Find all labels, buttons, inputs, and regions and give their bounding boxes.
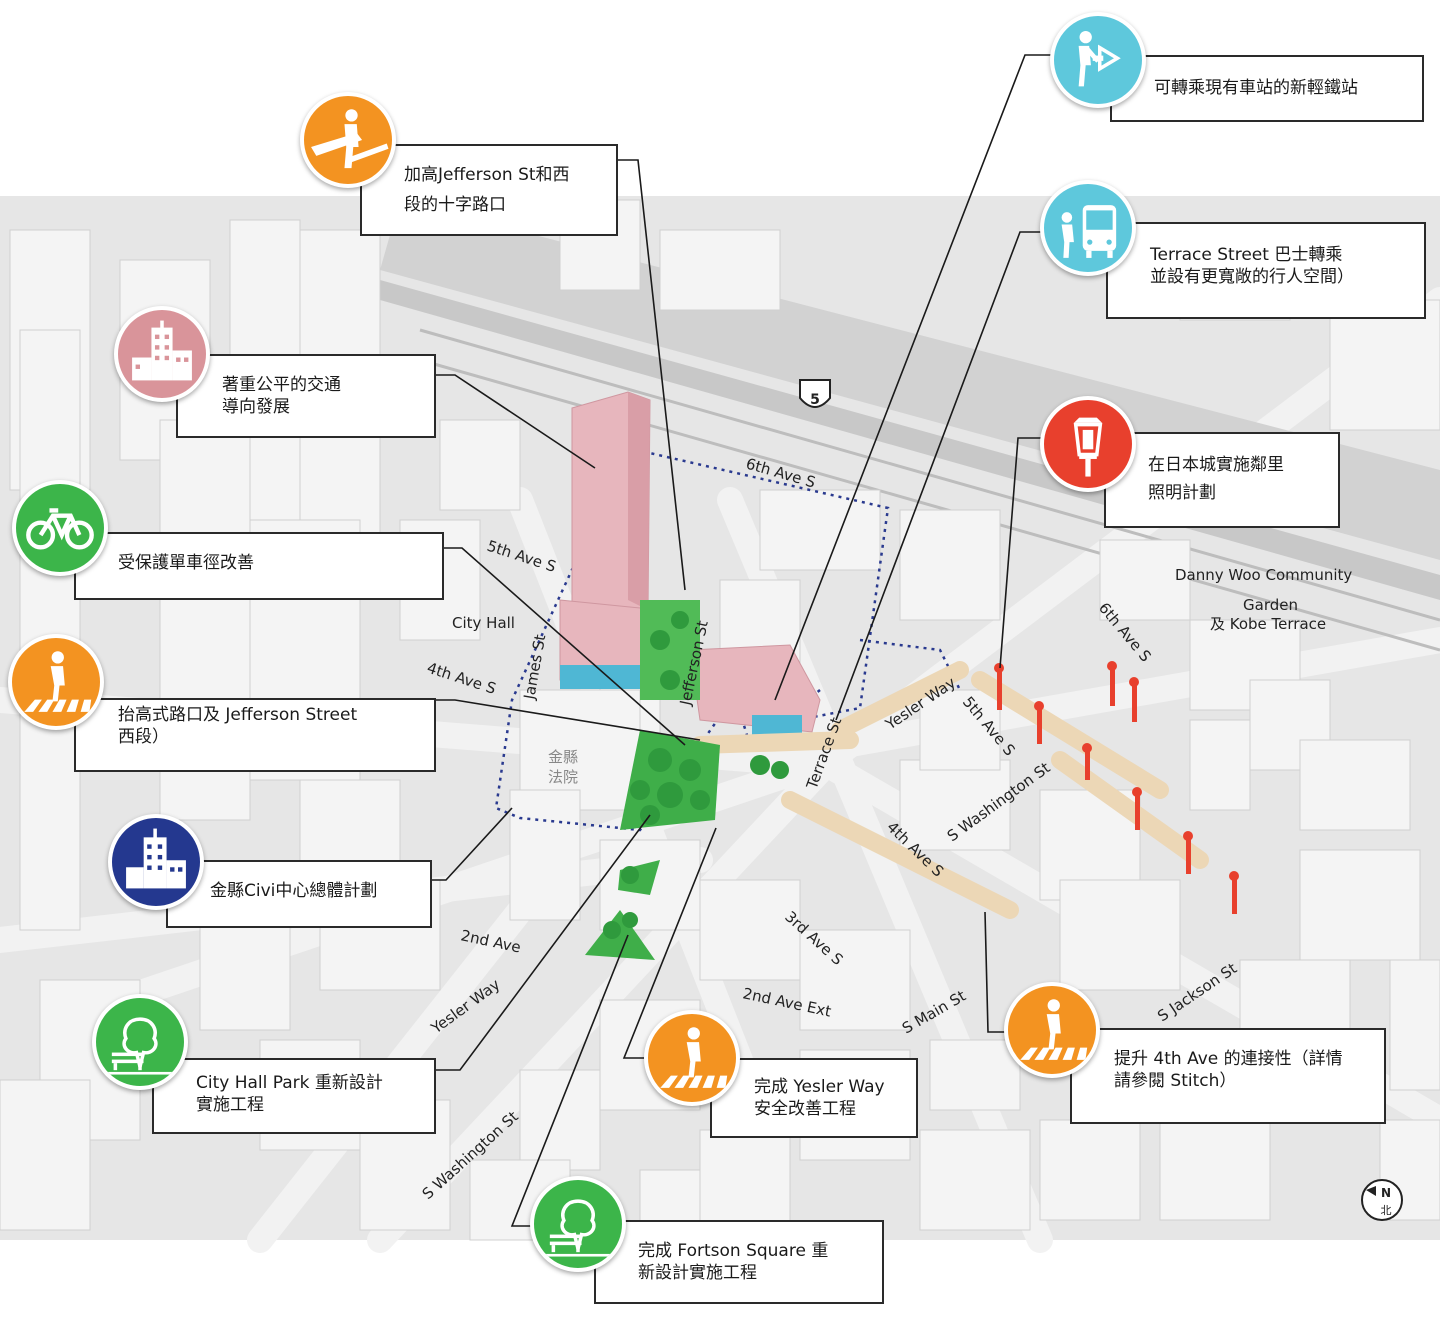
callout-text: 抬高式路口及 Jefferson Street [118, 705, 358, 725]
compass-north-label: 北 [1381, 1204, 1392, 1217]
callout-text: 提升 4th Ave 的連接性（詳情 [1114, 1049, 1343, 1069]
parks [585, 600, 789, 960]
tree-bench-icon [530, 1176, 626, 1272]
buildings-icon [114, 306, 210, 402]
crosswalk-pedestrian-icon [644, 1010, 740, 1106]
callout-text: 安全改善工程 [754, 1099, 856, 1119]
interstate-shield: 5 [799, 379, 831, 408]
callout-text: 請參閱 Stitch） [1114, 1071, 1237, 1091]
street-lanterns [994, 661, 1239, 914]
callout-text: 段的十字路口 [404, 195, 506, 215]
callout-yesler-safety: 完成 Yesler Way 安全改善工程 [710, 1058, 918, 1138]
callout-text: 加高Jefferson St和西 [404, 165, 570, 185]
callout-light-rail: 可轉乘現有車站的新輕鐵站 [1110, 55, 1424, 122]
callout-text: 照明計劃 [1148, 483, 1216, 503]
highlighted-streets [691, 661, 1209, 919]
study-area-boundary-east [859, 638, 962, 691]
callout-raised-intersection: 抬高式路口及 Jefferson Street 西段） [74, 698, 436, 772]
crosswalk-pedestrian-icon [8, 634, 104, 730]
pedestrian-to-train-icon [1050, 12, 1146, 108]
danny-woo-label: Danny Woo Community [1175, 566, 1352, 584]
callout-text: 在日本城實施鄰里 [1148, 455, 1284, 475]
danny-woo-label: Garden [1243, 596, 1298, 614]
street-lantern-icon [1040, 396, 1136, 492]
callout-text: 完成 Yesler Way [754, 1077, 885, 1097]
crosswalk-pedestrian-icon [1004, 982, 1100, 1078]
callout-text: 金縣Civi中心總體計劃 [210, 881, 378, 901]
callout-city-hall-park: City Hall Park 重新設計 實施工程 [152, 1058, 436, 1134]
callout-text: 導向發展 [222, 397, 290, 417]
civic-buildings-icon [108, 814, 204, 910]
callout-lighting: 在日本城實施鄰里 照明計劃 [1104, 432, 1340, 528]
callout-text: Terrace Street 巴士轉乘 [1150, 245, 1343, 265]
callout-text: 著重公平的交通 [222, 375, 341, 395]
raised-crossing-icon [300, 92, 396, 188]
callout-text: 完成 Fortson Square 重 [638, 1241, 829, 1261]
street-label: City Hall [452, 614, 515, 632]
compass-north: N [1381, 1186, 1391, 1200]
callout-fourth-ave: 提升 4th Ave 的連接性（詳情 請參閱 Stitch） [1070, 1028, 1386, 1124]
callout-text: 西段） [118, 727, 169, 747]
callout-civic-plan: 金縣Civi中心總體計劃 [166, 860, 432, 928]
callout-text: City Hall Park 重新設計 [196, 1073, 383, 1093]
callout-text: 可轉乘現有車站的新輕鐵站 [1154, 78, 1358, 98]
bicycle-icon [12, 480, 108, 576]
courthouse-label: 法院 [548, 768, 578, 786]
pedestrian-bus-icon [1040, 180, 1136, 276]
callout-bike: 受保護單車徑改善 [74, 532, 444, 600]
callout-text: 受保護單車徑改善 [118, 553, 254, 573]
callout-tod: 著重公平的交通 導向發展 [176, 354, 436, 438]
tree-bench-icon [92, 994, 188, 1090]
callout-text: 並設有更寬敞的行人空間） [1150, 267, 1354, 287]
callout-terrace-bus: Terrace Street 巴士轉乘 並設有更寬敞的行人空間） [1106, 222, 1426, 319]
callout-text: 實施工程 [196, 1095, 264, 1115]
callout-text: 新設計實施工程 [638, 1263, 757, 1283]
callout-fortson: 完成 Fortson Square 重 新設計實施工程 [594, 1220, 884, 1304]
danny-woo-label: 及 Kobe Terrace [1210, 615, 1326, 633]
callout-jefferson-raise: 加高Jefferson St和西 段的十字路口 [360, 144, 618, 236]
leader-lines [430, 54, 1110, 1227]
courthouse-label: 金縣 [548, 748, 578, 766]
interstate-number: 5 [810, 392, 820, 408]
north-compass: N 北 [1361, 1179, 1403, 1221]
